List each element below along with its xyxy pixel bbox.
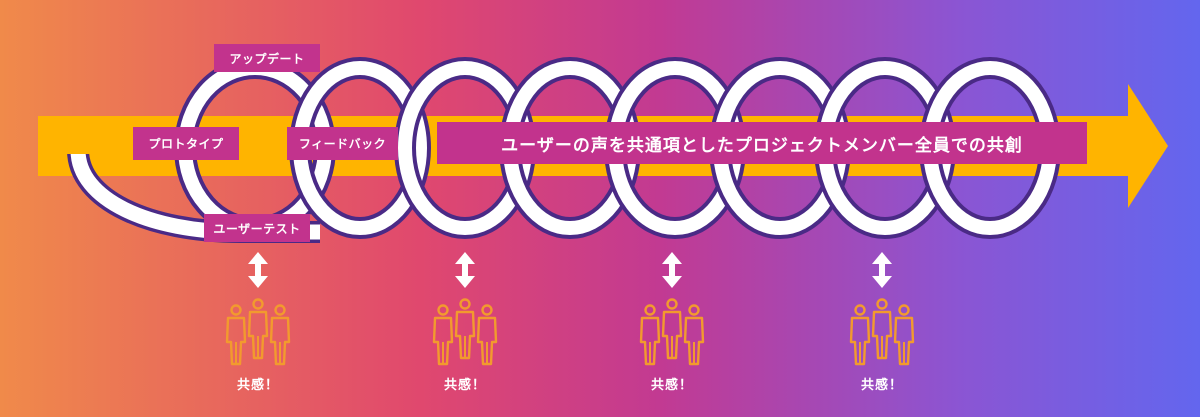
people-group-icon [434,300,496,365]
empathy-caption-1: 共感！ [236,378,279,393]
label-main-cocreation: ユーザーの声を共通項としたプロジェクトメンバー全員での共創 [437,122,1087,164]
label-prototype: プロトタイプ [133,127,239,160]
double-vertical-arrow-icon [248,252,268,288]
double-vertical-arrow-icon [455,252,475,288]
label-feedback: フィードバック [287,127,398,160]
arrow-head [1128,84,1168,208]
hook-cap [64,146,92,154]
empathy-caption-2: 共感！ [443,378,486,393]
people-group-icon [227,300,289,365]
empathy-caption-3: 共感！ [650,378,693,393]
label-user-test: ユーザーテスト [204,214,310,242]
people-group-icon [641,300,703,365]
double-vertical-arrow-icon [872,252,892,288]
label-update: アップデート [214,44,320,72]
empathy-caption-4: 共感！ [860,378,903,393]
people-group-icon [851,300,913,365]
double-vertical-arrow-icon [662,252,682,288]
